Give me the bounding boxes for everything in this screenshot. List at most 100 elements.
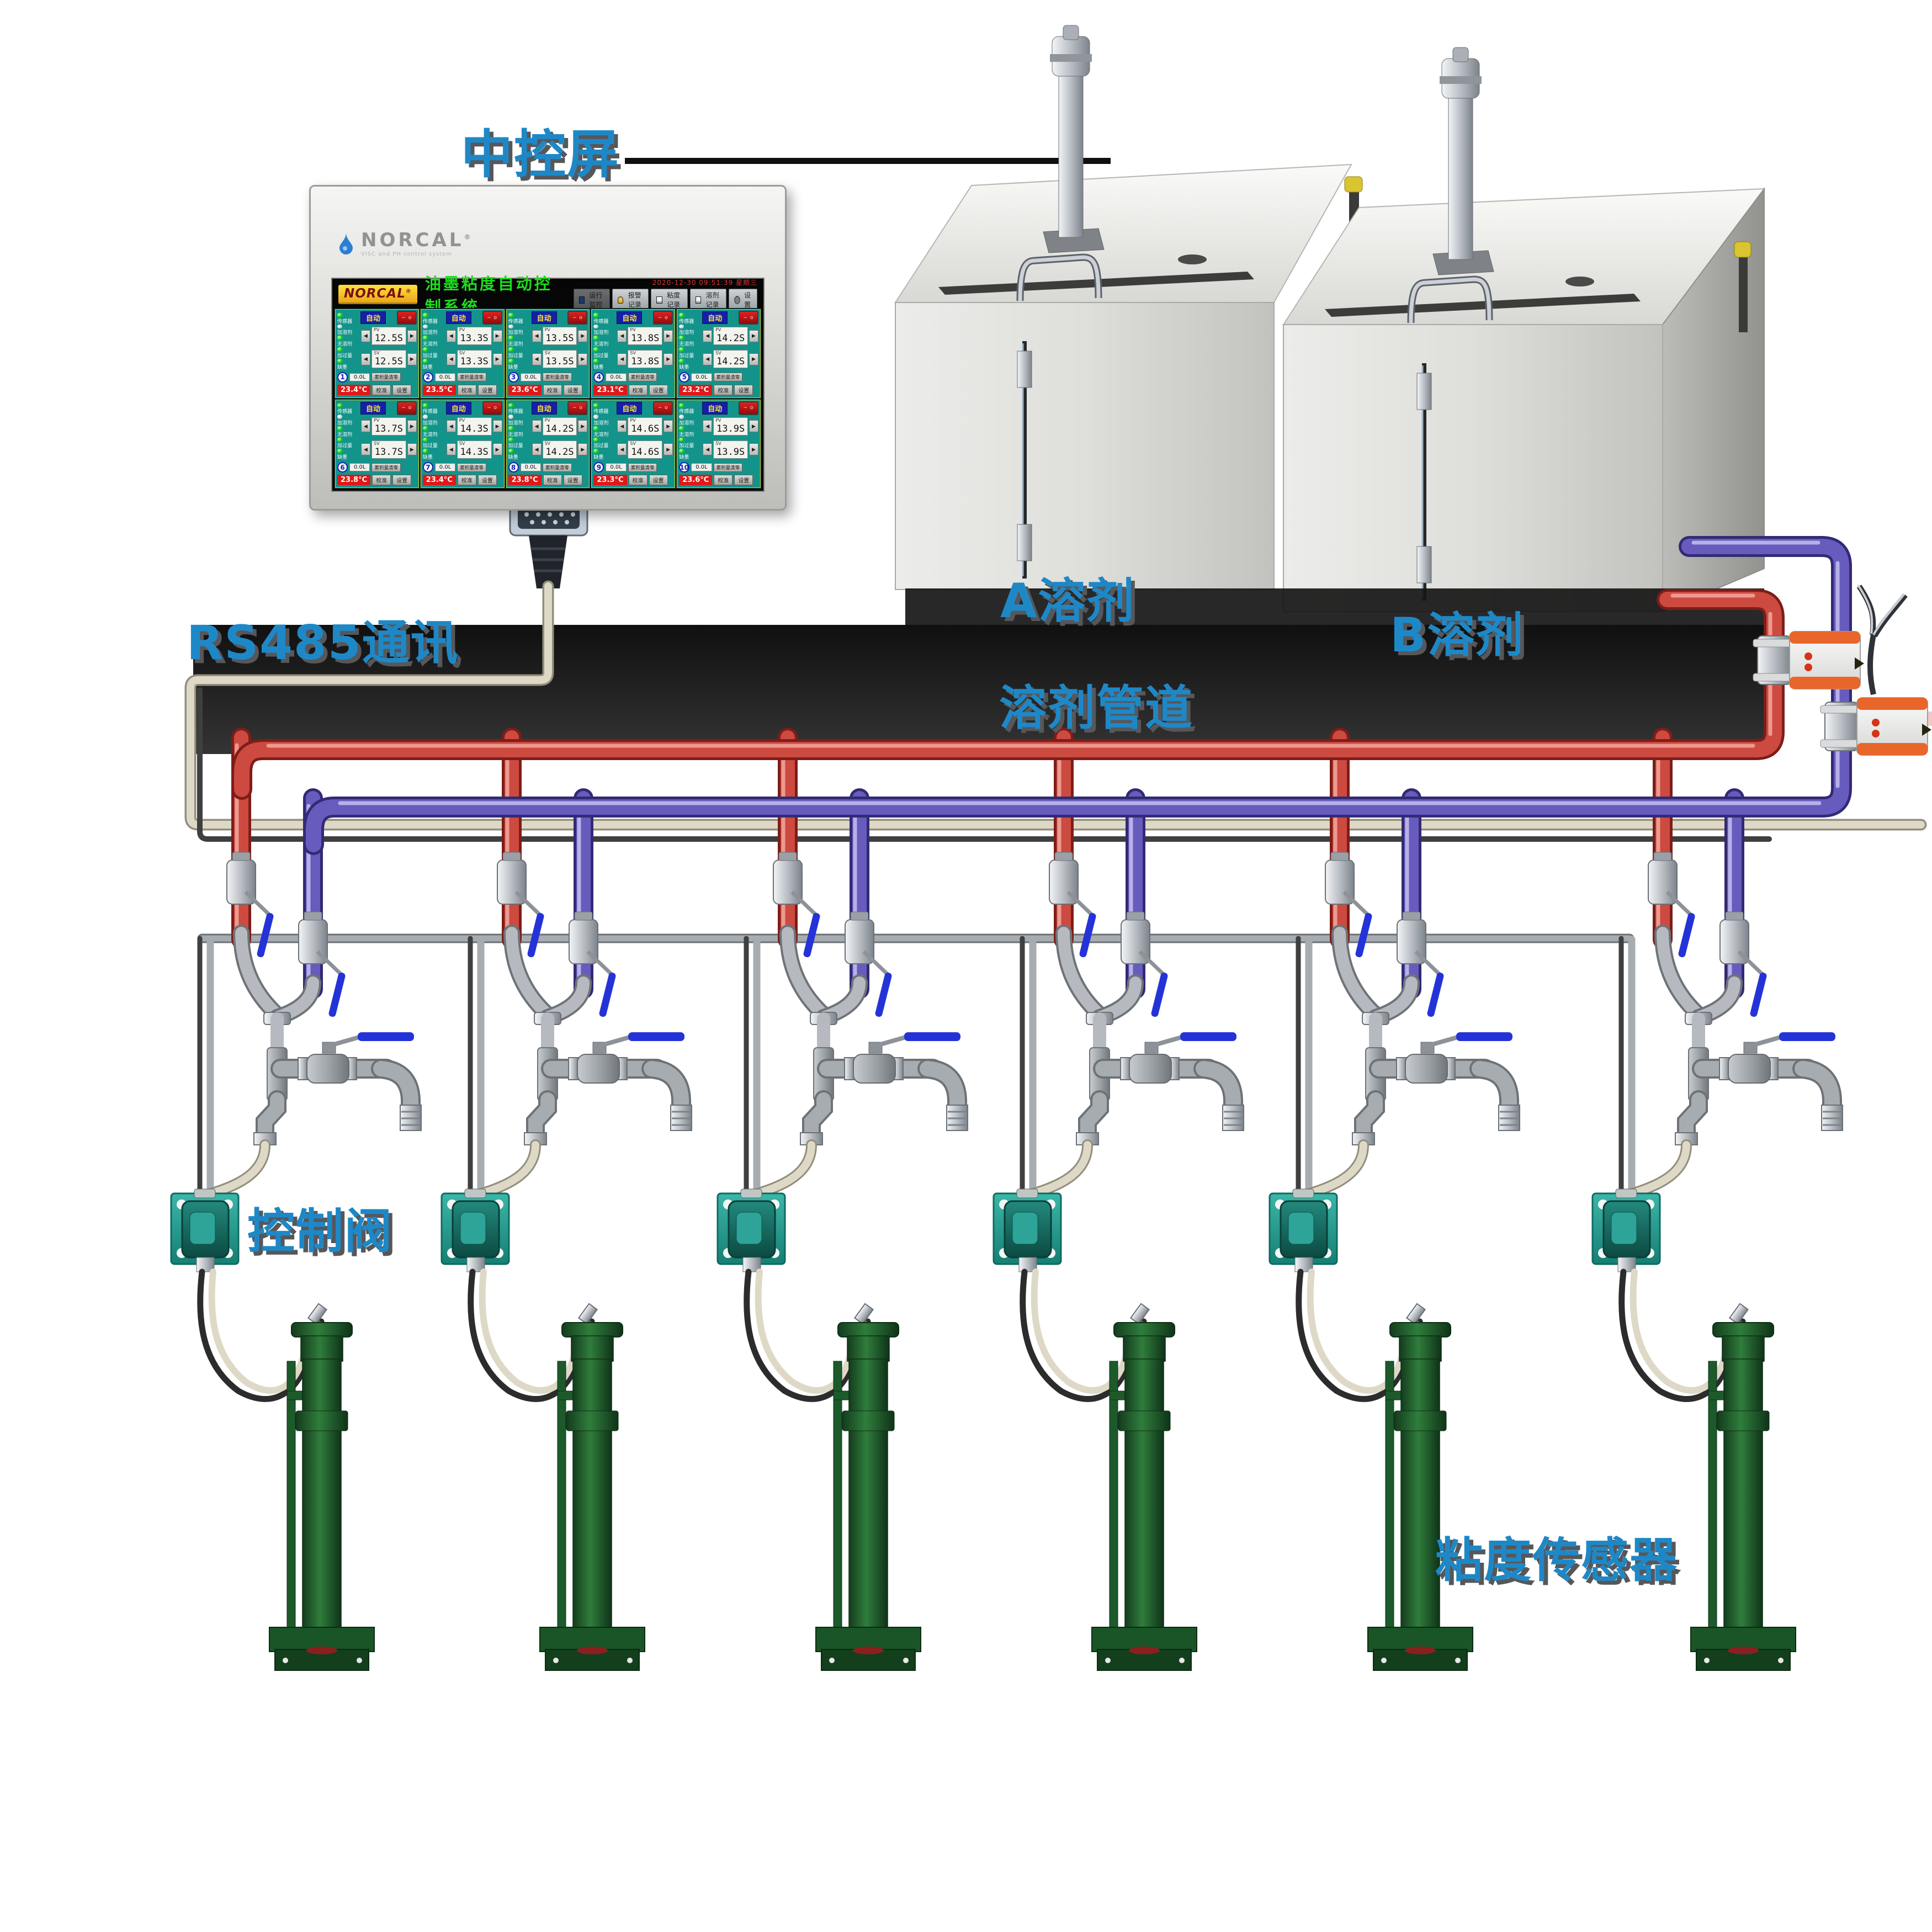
db9-connector (509, 499, 588, 588)
sv-increase-button[interactable]: ▶ (664, 443, 673, 456)
pv-increase-button[interactable]: ▶ (664, 330, 673, 342)
pv-decrease-button[interactable]: ◀ (617, 330, 627, 342)
menu-viscosity-log[interactable]: 粘度记录 (651, 289, 688, 311)
calibrate-button[interactable]: 校准 (714, 384, 733, 395)
power-rocker[interactable]: − o (653, 311, 673, 325)
sv-decrease-button[interactable]: ◀ (446, 353, 456, 365)
pv-increase-button[interactable]: ▶ (664, 420, 673, 433)
sv-increase-button[interactable]: ▶ (492, 443, 502, 456)
pv-increase-button[interactable]: ▶ (492, 330, 502, 342)
sv-decrease-button[interactable]: ◀ (446, 443, 456, 456)
auto-button[interactable]: 自动 (617, 311, 643, 324)
setup-button[interactable]: 设置 (734, 475, 753, 485)
sv-increase-button[interactable]: ▶ (578, 443, 588, 456)
setup-button[interactable]: 设置 (477, 475, 497, 485)
setup-button[interactable]: 设置 (477, 384, 497, 395)
menu-solvent-log[interactable]: 溶剂记录 (689, 289, 726, 311)
menu-alarm-log[interactable]: 报警记录 (612, 289, 649, 311)
cumulative-reset-button[interactable]: 累积量清零 (371, 373, 401, 381)
pv-decrease-button[interactable]: ◀ (617, 420, 627, 433)
calibrate-button[interactable]: 校准 (372, 384, 391, 395)
calibrate-button[interactable]: 校准 (372, 475, 391, 485)
sv-increase-button[interactable]: ▶ (407, 443, 417, 456)
sv-increase-button[interactable]: ▶ (492, 353, 502, 365)
auto-button[interactable]: 自动 (445, 311, 471, 324)
pv-increase-button[interactable]: ▶ (749, 330, 758, 342)
menu-run-monitor[interactable]: 运行监控 (573, 289, 610, 311)
calibrate-button[interactable]: 校准 (628, 475, 647, 485)
cumulative-volume: 0.0L (520, 373, 542, 381)
cumulative-reset-button[interactable]: 累积量清零 (457, 463, 486, 472)
power-rocker[interactable]: − o (482, 401, 502, 415)
cumulative-reset-button[interactable]: 累积量清零 (457, 373, 486, 381)
pv-increase-button[interactable]: ▶ (749, 420, 758, 433)
power-rocker[interactable]: − o (567, 311, 588, 325)
sv-increase-button[interactable]: ▶ (407, 353, 417, 365)
pv-increase-button[interactable]: ▶ (407, 420, 417, 433)
sv-decrease-button[interactable]: ◀ (617, 443, 627, 456)
cumulative-reset-button[interactable]: 累积量清零 (543, 463, 572, 472)
sv-decrease-button[interactable]: ◀ (361, 443, 370, 456)
setup-button[interactable]: 设置 (392, 475, 412, 485)
setup-button[interactable]: 设置 (392, 384, 412, 395)
calibrate-button[interactable]: 校准 (457, 475, 476, 485)
cumulative-reset-button[interactable]: 累积量清零 (628, 373, 657, 381)
pv-increase-button[interactable]: ▶ (407, 330, 417, 342)
calibrate-button[interactable]: 校准 (714, 475, 733, 485)
auto-button[interactable]: 自动 (531, 311, 557, 324)
auto-button[interactable]: 自动 (617, 401, 643, 415)
auto-button[interactable]: 自动 (702, 401, 728, 415)
power-rocker[interactable]: − o (396, 311, 417, 325)
pv-decrease-button[interactable]: ◀ (532, 420, 542, 433)
sv-decrease-button[interactable]: ◀ (617, 353, 627, 365)
pv-decrease-button[interactable]: ◀ (446, 420, 456, 433)
power-rocker[interactable]: − o (482, 311, 502, 325)
pv-decrease-button[interactable]: ◀ (703, 330, 713, 342)
sv-increase-button[interactable]: ▶ (578, 353, 588, 365)
hmi-logo: NORCAL® (338, 284, 417, 304)
setup-button[interactable]: 设置 (649, 475, 668, 485)
cumulative-reset-button[interactable]: 累积量清零 (713, 463, 743, 472)
cumulative-reset-button[interactable]: 累积量清零 (543, 373, 572, 381)
power-rocker[interactable]: − o (396, 401, 417, 415)
setup-button[interactable]: 设置 (734, 384, 753, 395)
auto-button[interactable]: 自动 (360, 311, 386, 324)
power-rocker[interactable]: − o (653, 401, 673, 415)
pv-decrease-button[interactable]: ◀ (532, 330, 542, 342)
pv-increase-button[interactable]: ▶ (578, 420, 588, 433)
sv-decrease-button[interactable]: ◀ (703, 353, 713, 365)
sv-increase-button[interactable]: ▶ (749, 353, 758, 365)
solvent-tank-b (1282, 47, 1766, 613)
sv-decrease-button[interactable]: ◀ (703, 443, 713, 456)
calibrate-button[interactable]: 校准 (543, 475, 562, 485)
cumulative-reset-button[interactable]: 累积量清零 (713, 373, 743, 381)
sv-decrease-button[interactable]: ◀ (532, 353, 542, 365)
calibrate-button[interactable]: 校准 (628, 384, 647, 395)
setup-button[interactable]: 设置 (563, 384, 582, 395)
auto-button[interactable]: 自动 (531, 401, 557, 415)
pv-decrease-button[interactable]: ◀ (361, 420, 370, 433)
cumulative-reset-button[interactable]: 累积量清零 (628, 463, 657, 472)
sv-decrease-button[interactable]: ◀ (361, 353, 370, 365)
power-rocker[interactable]: − o (567, 401, 588, 415)
calibrate-button[interactable]: 校准 (543, 384, 562, 395)
sv-decrease-button[interactable]: ◀ (532, 443, 542, 456)
setup-button[interactable]: 设置 (649, 384, 668, 395)
auto-button[interactable]: 自动 (702, 311, 728, 324)
sv-increase-button[interactable]: ▶ (749, 443, 758, 456)
sv-increase-button[interactable]: ▶ (664, 353, 673, 365)
pv-decrease-button[interactable]: ◀ (703, 420, 713, 433)
cumulative-reset-button[interactable]: 累积量清零 (371, 463, 401, 472)
pv-increase-button[interactable]: ▶ (492, 420, 502, 433)
pv-increase-button[interactable]: ▶ (578, 330, 588, 342)
auto-button[interactable]: 自动 (360, 401, 386, 415)
setup-button[interactable]: 设置 (563, 475, 582, 485)
menu-settings[interactable]: 设置 (728, 289, 757, 311)
auto-button[interactable]: 自动 (445, 401, 471, 415)
power-rocker[interactable]: − o (739, 401, 758, 415)
pv-decrease-button[interactable]: ◀ (446, 330, 456, 342)
calibrate-button[interactable]: 校准 (457, 384, 476, 395)
power-rocker[interactable]: − o (739, 311, 758, 325)
pv-decrease-button[interactable]: ◀ (361, 330, 370, 342)
